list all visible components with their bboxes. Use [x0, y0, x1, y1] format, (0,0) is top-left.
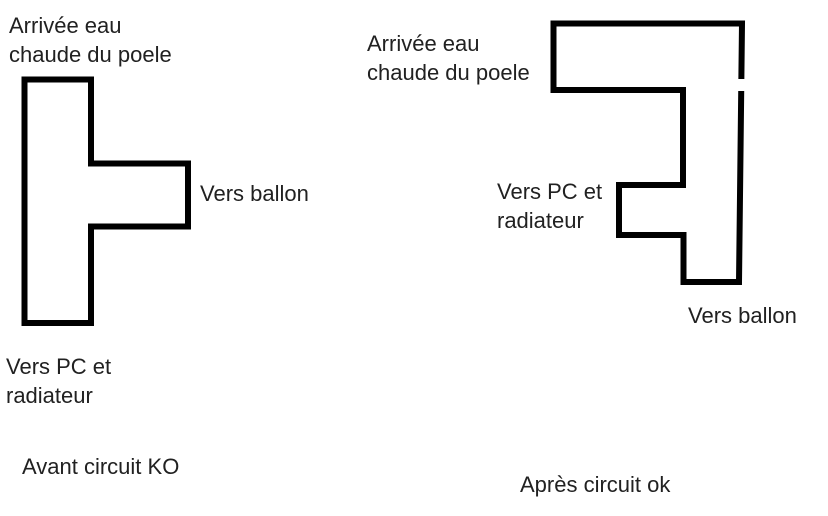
before-branch-label: Vers ballon	[200, 181, 309, 206]
before-outlet-label: Vers PC et radiateur	[6, 354, 112, 408]
after-outlet-label: Vers ballon	[688, 303, 797, 328]
after-pipe-wall-gap	[735, 79, 748, 91]
after-inlet-label: Arrivée eau chaude du poele	[367, 31, 530, 85]
before-pipe-outline	[21, 76, 191, 326]
after-caption: Après circuit ok	[520, 472, 671, 497]
after-pipe-outline	[550, 20, 746, 285]
before-caption: Avant circuit KO	[22, 454, 180, 479]
after-branch-label: Vers PC et radiateur	[497, 179, 603, 233]
before-inlet-label: Arrivée eau chaude du poele	[9, 13, 172, 67]
